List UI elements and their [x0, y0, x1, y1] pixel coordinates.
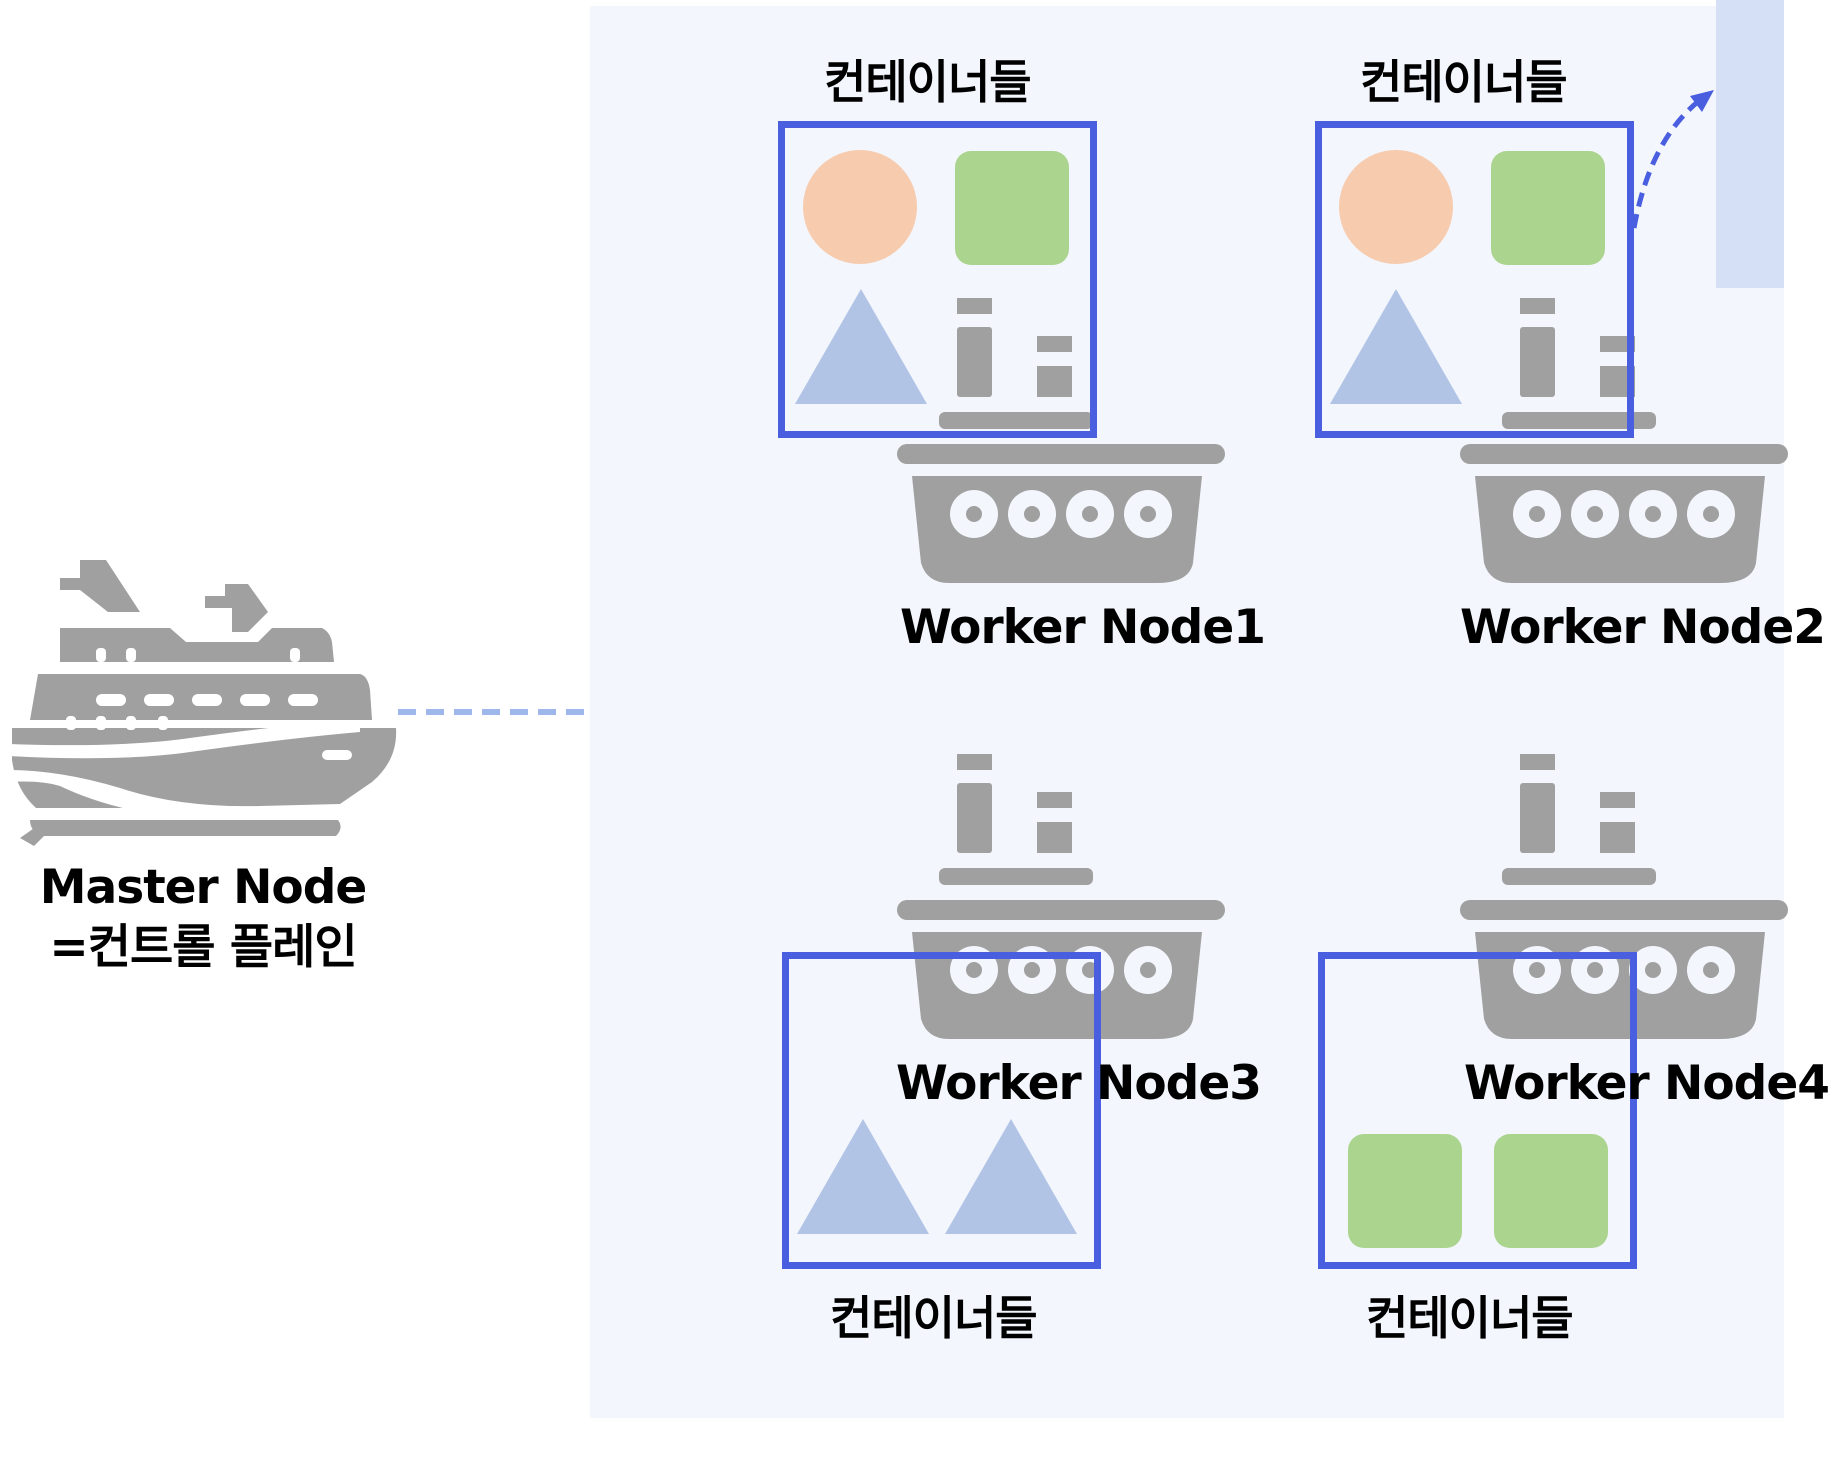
master-ship-details [8, 648, 360, 820]
worker-node4-containers-label: 컨테이너들 [1366, 1291, 1574, 1345]
container-triangle [945, 1119, 1077, 1234]
worker-node1-ship-icon [897, 298, 1225, 583]
worker-node2-label: Worker Node2 [1460, 600, 1826, 655]
callout-box [1716, 0, 1784, 288]
worker-node1-containers [778, 121, 1097, 438]
worker-node4-label: Worker Node4 [1464, 1056, 1829, 1111]
worker-node1-containers-label: 컨테이너들 [824, 55, 1032, 109]
worker-node3-containers-label: 컨테이너들 [830, 1291, 1038, 1345]
worker-node2-ship-icon [1460, 298, 1788, 583]
container-box [1315, 121, 1634, 438]
worker-node3-label: Worker Node3 [896, 1056, 1262, 1111]
container-box [782, 952, 1101, 1269]
container-square [1348, 1134, 1462, 1248]
worker-node3-ship-icon [897, 754, 1225, 1039]
container-triangle [1330, 289, 1462, 404]
container-square [955, 151, 1069, 265]
worker-node4-ship-icon [1460, 754, 1788, 1039]
master-node-title: Master Node [39, 860, 368, 915]
worker-node2-containers-label: 컨테이너들 [1360, 55, 1568, 109]
worker-node4-containers [1318, 952, 1637, 1269]
container-square [1491, 151, 1605, 265]
master-node-label: Master Node =컨트롤 플레인 [18, 858, 388, 978]
container-box [778, 121, 1097, 438]
container-circle [803, 150, 917, 264]
container-triangle [795, 289, 927, 404]
worker-node1-label: Worker Node1 [900, 600, 1266, 655]
container-square [1494, 1134, 1608, 1248]
callout-arrow [1631, 90, 1714, 229]
master-node-subtitle: =컨트롤 플레인 [49, 920, 357, 975]
container-circle [1339, 150, 1453, 264]
worker-node2-containers [1315, 121, 1634, 438]
worker-node3-containers [782, 952, 1101, 1269]
container-triangle [797, 1119, 929, 1234]
diagram-canvas [8, 90, 1788, 1269]
container-box [1318, 952, 1637, 1269]
